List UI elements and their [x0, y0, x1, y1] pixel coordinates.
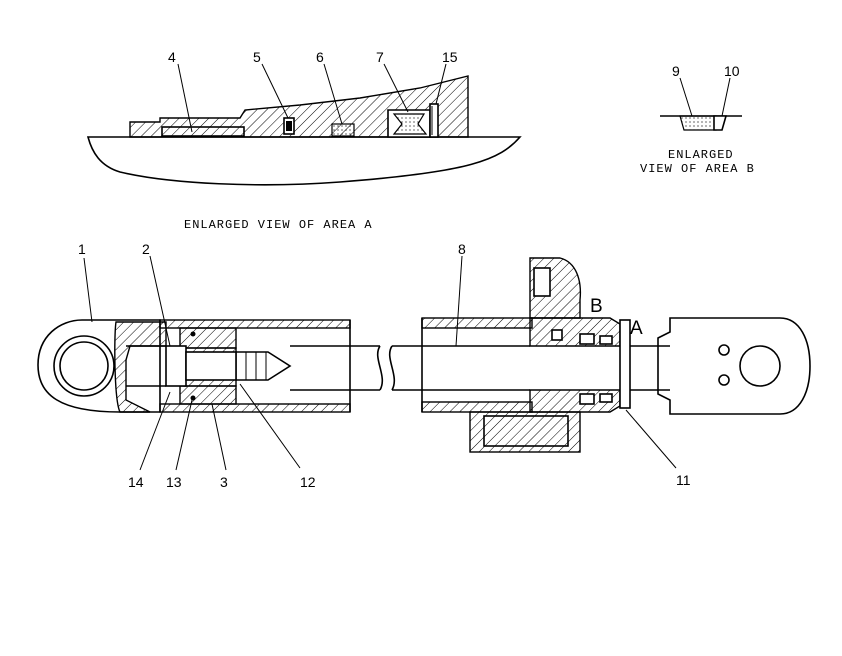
callout-4: 4: [168, 49, 176, 65]
callout-7: 7: [376, 49, 384, 65]
marker-area-b: B: [590, 296, 603, 317]
piston-rod-left: [126, 345, 384, 391]
cylinder-tube-left: [159, 319, 351, 413]
callout-14: 14: [128, 474, 144, 490]
caption-area-b-line1: ENLARGED: [668, 148, 734, 162]
marker-area-a: A: [630, 318, 643, 339]
piston-assembly: [165, 327, 292, 405]
main-leaders: [83, 255, 677, 471]
area-a-leaders: [177, 63, 447, 133]
callout-5: 5: [253, 49, 261, 65]
callout-1: 1: [78, 241, 86, 257]
callout-13: 13: [166, 474, 182, 490]
callout-15: 15: [442, 49, 458, 65]
callout-2: 2: [142, 241, 150, 257]
callout-9: 9: [672, 63, 680, 79]
rod-end-eye: [657, 317, 811, 415]
cylinder-tube-right: [421, 257, 631, 453]
callout-6: 6: [316, 49, 324, 65]
callout-12: 12: [300, 474, 316, 490]
piston-rod-right: [388, 345, 670, 391]
callout-8: 8: [458, 241, 466, 257]
area-b-detail: [660, 77, 742, 131]
callout-3: 3: [220, 474, 228, 490]
callout-11: 11: [676, 472, 691, 488]
head-end-eye: [37, 319, 167, 413]
caption-area-a: ENLARGED VIEW OF AREA A: [184, 218, 373, 232]
callout-10: 10: [724, 63, 740, 79]
area-a-detail: [86, 75, 522, 186]
caption-area-b-line2: VIEW OF AREA B: [640, 162, 755, 176]
